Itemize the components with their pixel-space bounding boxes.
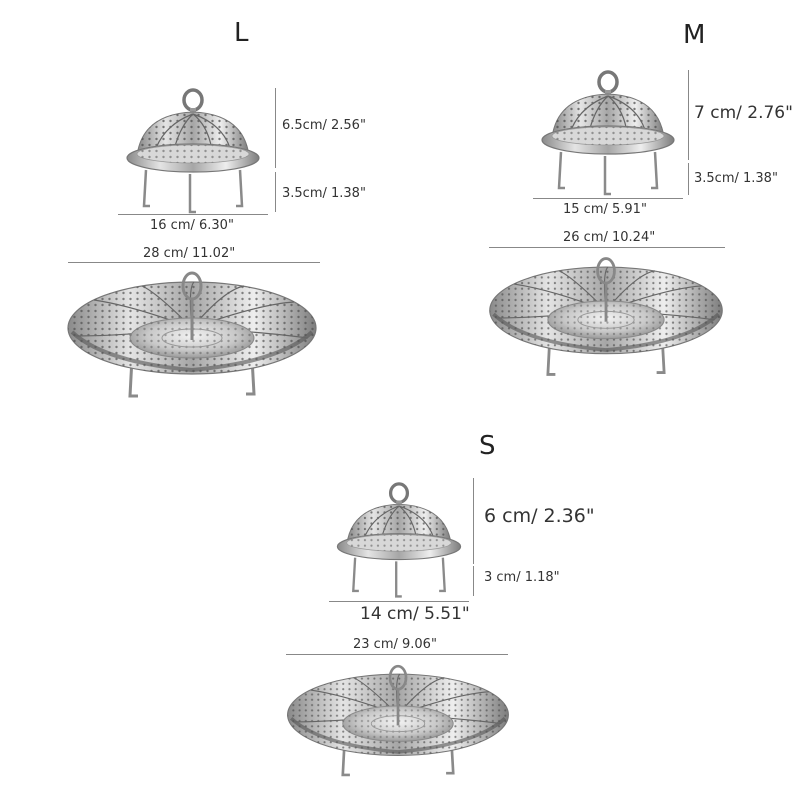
dim-line-l-legs [275, 172, 276, 212]
dome-height-m: 7 cm/ 2.76" [694, 103, 793, 123]
dim-line-l-dome [275, 88, 276, 168]
dim-line-m-legs [688, 163, 689, 195]
dome-height-l: 6.5cm/ 2.56" [282, 118, 366, 133]
dim-line-m-open [489, 247, 725, 248]
open-diameter-s: 23 cm/ 9.06" [353, 637, 437, 652]
folded-steamer-l [125, 88, 261, 214]
folded-steamer-m [540, 70, 676, 196]
open-steamer-m [487, 256, 725, 377]
open-steamer-l [66, 271, 318, 398]
folded-diameter-l: 16 cm/ 6.30" [150, 218, 234, 233]
open-diameter-l: 28 cm/ 11.02" [143, 246, 236, 261]
dim-line-m-folded [533, 198, 683, 199]
leg-height-m: 3.5cm/ 1.38" [694, 171, 778, 186]
dim-line-s-open [286, 654, 508, 655]
leg-height-s: 3 cm/ 1.18" [484, 570, 560, 585]
dim-line-m-dome [688, 70, 689, 160]
open-diameter-m: 26 cm/ 10.24" [563, 230, 656, 245]
dim-line-s-dome [473, 478, 474, 564]
open-steamer-s [285, 664, 511, 777]
folded-diameter-s: 14 cm/ 5.51" [360, 604, 470, 624]
folded-diameter-m: 15 cm/ 5.91" [563, 202, 647, 217]
size-label-s: S [479, 431, 496, 461]
leg-height-l: 3.5cm/ 1.38" [282, 186, 366, 201]
dim-line-s-legs [473, 566, 474, 596]
folded-steamer-s [335, 482, 463, 599]
dim-line-s-folded [329, 601, 469, 602]
dome-height-s: 6 cm/ 2.36" [484, 505, 595, 527]
dim-line-l-open [68, 262, 320, 263]
size-label-m: M [683, 20, 706, 50]
size-label-l: L [234, 18, 249, 48]
dim-line-l-folded [118, 214, 268, 215]
